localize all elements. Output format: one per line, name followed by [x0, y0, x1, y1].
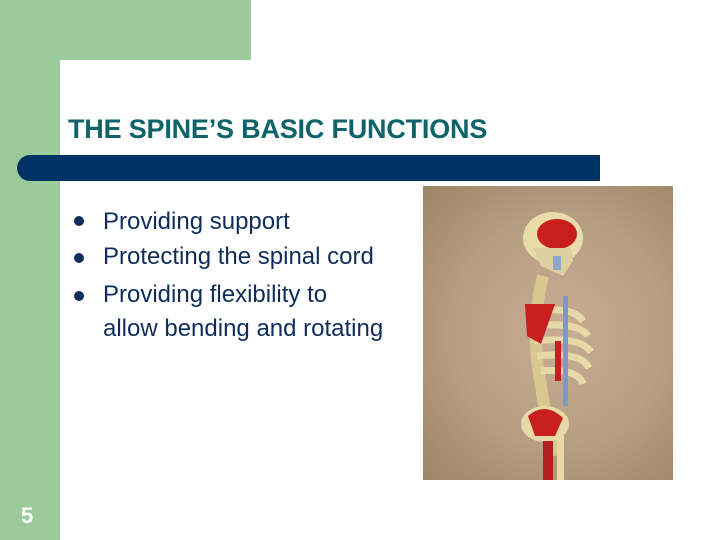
- skeleton-illustration-icon: [521, 212, 594, 480]
- bullet-text: Providing support: [103, 208, 290, 235]
- title-underline-bar: [17, 155, 600, 181]
- bullet-dot-icon: [74, 253, 84, 263]
- bullet-item: Providing flexibility to allow bending a…: [72, 278, 412, 346]
- slide-title: THE SPINE’S BASIC FUNCTIONS: [68, 114, 488, 144]
- decorative-green-sidebar: [0, 0, 60, 540]
- slide-number: 5: [21, 503, 34, 528]
- bullet-item: Providing support: [72, 203, 412, 240]
- decorative-rounded-corner: [60, 60, 100, 100]
- bullet-dot-icon: [74, 291, 84, 301]
- skeleton-image: [423, 186, 673, 480]
- bullet-text: Providing flexibility to allow bending a…: [103, 281, 384, 342]
- bullet-dot-icon: [74, 216, 84, 226]
- bullet-list: Providing support Protecting the spinal …: [72, 203, 412, 346]
- bullet-item: Protecting the spinal cord: [72, 240, 412, 274]
- bullet-text: Protecting the spinal cord: [103, 243, 374, 270]
